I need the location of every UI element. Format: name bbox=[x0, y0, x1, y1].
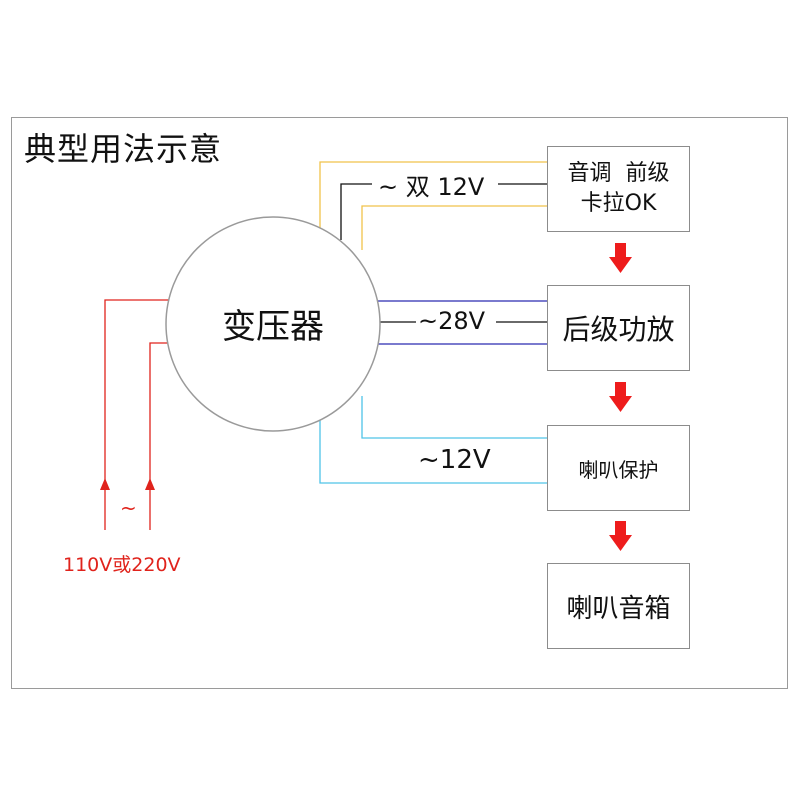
flow-arrow-2-icon bbox=[609, 382, 632, 412]
mains-wire-right bbox=[149, 342, 170, 530]
dual-12v-label: ~ 双 12V bbox=[378, 173, 485, 201]
preamp-wire-outer bbox=[319, 161, 547, 232]
amp-block: 后级功放 bbox=[547, 285, 690, 371]
speaker-cabinet-block: 喇叭音箱 bbox=[547, 563, 690, 649]
12v-label: ~12V bbox=[418, 445, 491, 475]
protect-wire-bottom bbox=[319, 418, 547, 484]
mains-voltage-label: 110V或220V bbox=[63, 554, 181, 576]
preamp-line-2: 卡拉OK bbox=[580, 191, 657, 216]
preamp-line-1: 音调 前级 bbox=[567, 161, 670, 186]
28v-label: ~28V bbox=[418, 307, 486, 335]
preamp-block: 音调 前级 卡拉OK bbox=[547, 146, 690, 232]
speaker-protect-block: 喇叭保护 bbox=[547, 425, 690, 511]
flow-arrow-1-icon bbox=[609, 243, 632, 273]
transformer-label: 变压器 bbox=[222, 306, 324, 347]
preamp-wire-inner bbox=[361, 205, 547, 250]
mains-arrow-right-icon bbox=[145, 478, 155, 490]
mains-wire-left bbox=[104, 299, 178, 530]
mains-arrow-left-icon bbox=[100, 478, 110, 490]
transformer-circle bbox=[165, 216, 381, 432]
diagram-frame bbox=[11, 117, 788, 689]
preamp-wire-center bbox=[340, 183, 372, 240]
flow-arrow-3-icon bbox=[609, 521, 632, 551]
protect-wire-top bbox=[361, 396, 547, 439]
ac-tilde-label: ~ bbox=[120, 496, 137, 520]
diagram-title: 典型用法示意 bbox=[24, 130, 223, 168]
